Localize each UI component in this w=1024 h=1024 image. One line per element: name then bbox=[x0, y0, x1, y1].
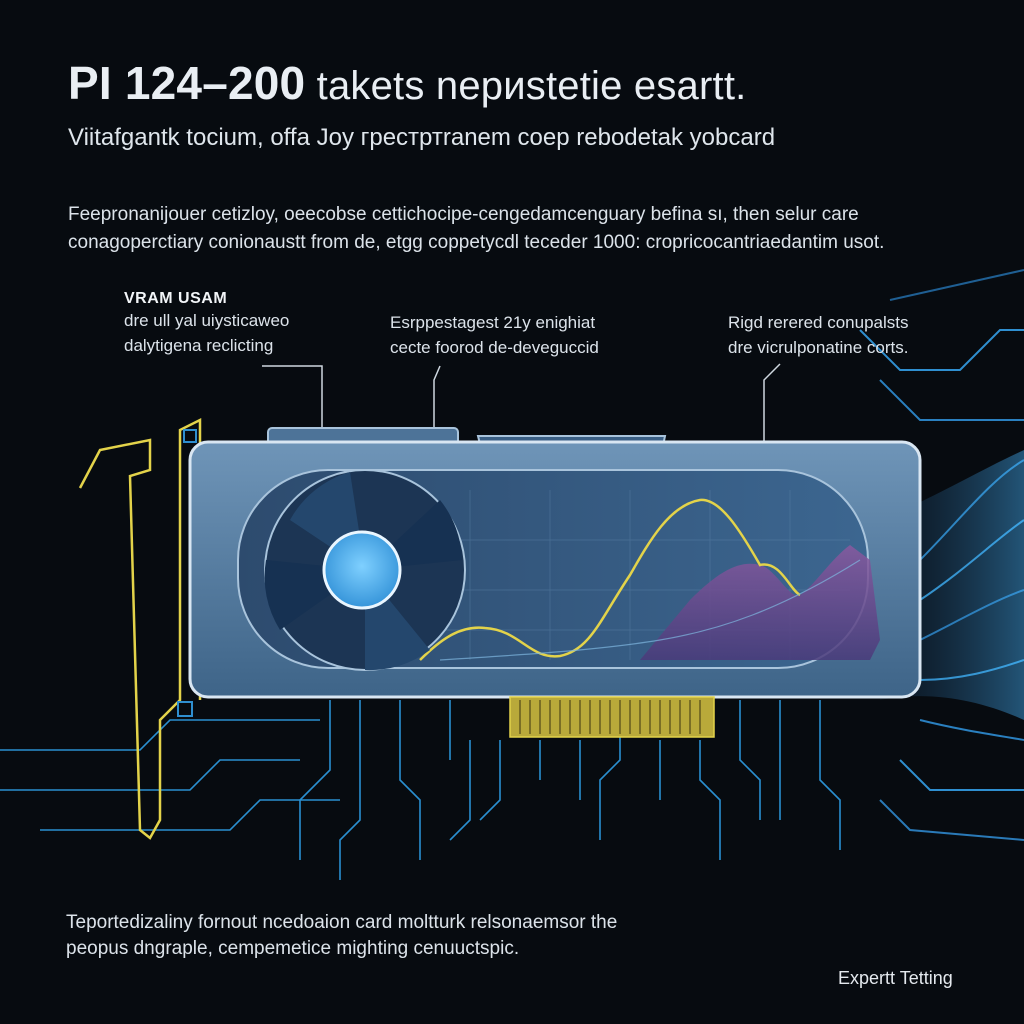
brand-label: Expertt Tetting bbox=[838, 968, 953, 988]
panel-flow-line bbox=[439, 559, 861, 661]
callout-middle: Esrppestagest 21y enighiat cecte foorod … bbox=[390, 310, 599, 360]
callout-middle-line-2: cecte foorod de-deveguccid bbox=[390, 338, 599, 357]
callout-vram-line-2: dalytigena reclicting bbox=[124, 336, 274, 355]
title-rest: takets nepиstetie esartt. bbox=[316, 64, 747, 108]
callout-vram: VRAM USAM dre ull yal uiysticaweo dalyti… bbox=[124, 290, 289, 358]
callout-right-line-2: dre vicrulponatine corts. bbox=[728, 338, 909, 357]
pcie-edge-connector bbox=[509, 696, 715, 738]
intro-line-2: conagoperctiary conionaustt from de, etg… bbox=[68, 232, 885, 253]
callout-right: Rigd rerered conupalsts dre vicrulponati… bbox=[728, 310, 908, 360]
circuit-traces bbox=[0, 700, 841, 880]
callout-vram-line-1: dre ull yal uiysticaweo bbox=[124, 311, 290, 330]
yellow-waveform bbox=[419, 498, 801, 661]
page-subtitle: Viitafgantk tocium, offa Joy грестртrane… bbox=[68, 124, 776, 151]
gpu-fan bbox=[264, 469, 466, 671]
pcie-bracket bbox=[78, 417, 202, 840]
fan-hub bbox=[322, 530, 402, 610]
callout-middle-line-1: Esrppestagest 21y enighiat bbox=[390, 313, 596, 332]
footer-line-2: peopus dngraple, cempemetice mighting ce… bbox=[66, 938, 520, 959]
page-title: PI 124–200 takets nepиstetie esartt. bbox=[68, 56, 746, 110]
bracket-screws bbox=[177, 429, 197, 717]
intro-line-1: Feepronanijouer cetizloy, oeecobse cetti… bbox=[68, 204, 859, 225]
footer-line-1: Teportedizaliny fornout ncedoaion card m… bbox=[66, 912, 618, 933]
callout-right-line-1: Rigd rerered conupalsts bbox=[728, 313, 909, 332]
pcie-contact-pins bbox=[519, 700, 701, 734]
title-model: PI 124–200 bbox=[68, 57, 306, 109]
callout-vram-heading: VRAM USAM bbox=[124, 290, 228, 307]
